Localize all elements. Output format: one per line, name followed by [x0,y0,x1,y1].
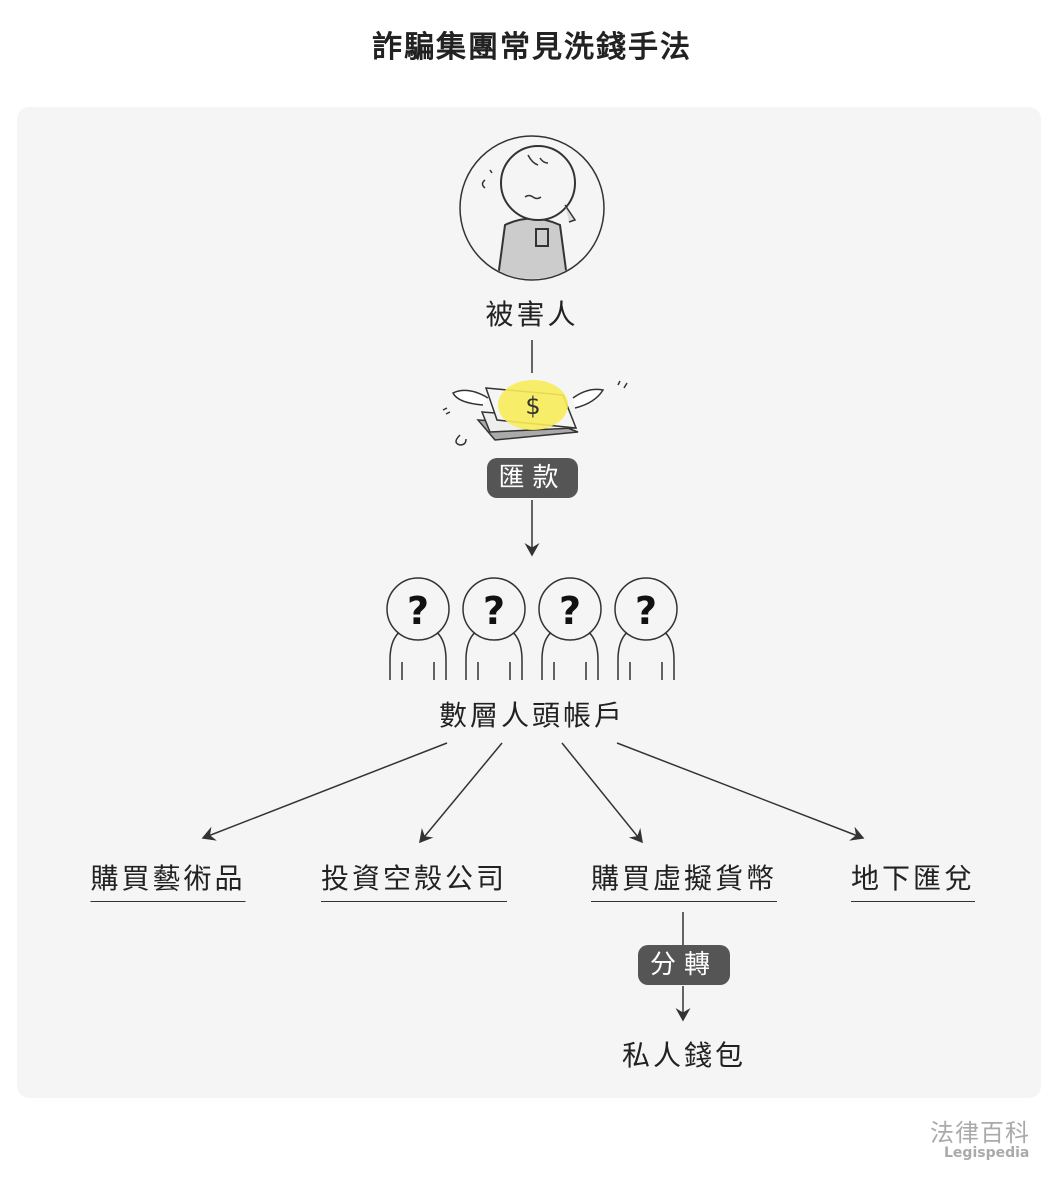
method-crypto: 購買虛擬貨幣 [590,857,778,902]
victim-avatar-icon [459,135,605,281]
watermark-sub: Legispedia [944,1145,1030,1161]
mule-person-icon: ? [462,577,526,680]
mule-accounts-label: 數層人頭帳戶 [438,699,626,732]
private-wallet-label: 私人錢包 [621,1039,747,1072]
question-mark: ? [483,589,505,633]
page-title: 詐騙集團常見洗錢手法 [372,30,692,65]
method-shell-company: 投資空殼公司 [320,857,508,902]
arrow-to-art [201,742,448,841]
question-mark: ? [559,589,581,633]
arrow-to-shell [419,742,503,844]
arrow-to-crypto [561,742,643,844]
split-badge: 分轉 [638,945,730,985]
method-underground-banking: 地下匯兌 [850,857,976,902]
svg-text:$: $ [525,392,540,420]
watermark-logo: 法律百科 [930,1119,1030,1147]
question-mark: ? [407,589,429,633]
method-art: 購買藝術品 [90,857,246,902]
flying-money-icon: $ [442,380,628,446]
mule-person-icon: ? [386,577,450,680]
victim-label: 被害人 [485,298,579,331]
mule-person-icon: ? [614,577,678,680]
question-mark: ? [635,589,657,633]
transfer-badge: 匯款 [487,458,578,498]
mule-person-icon: ? [538,577,602,680]
arrow-to-underground [616,742,865,841]
